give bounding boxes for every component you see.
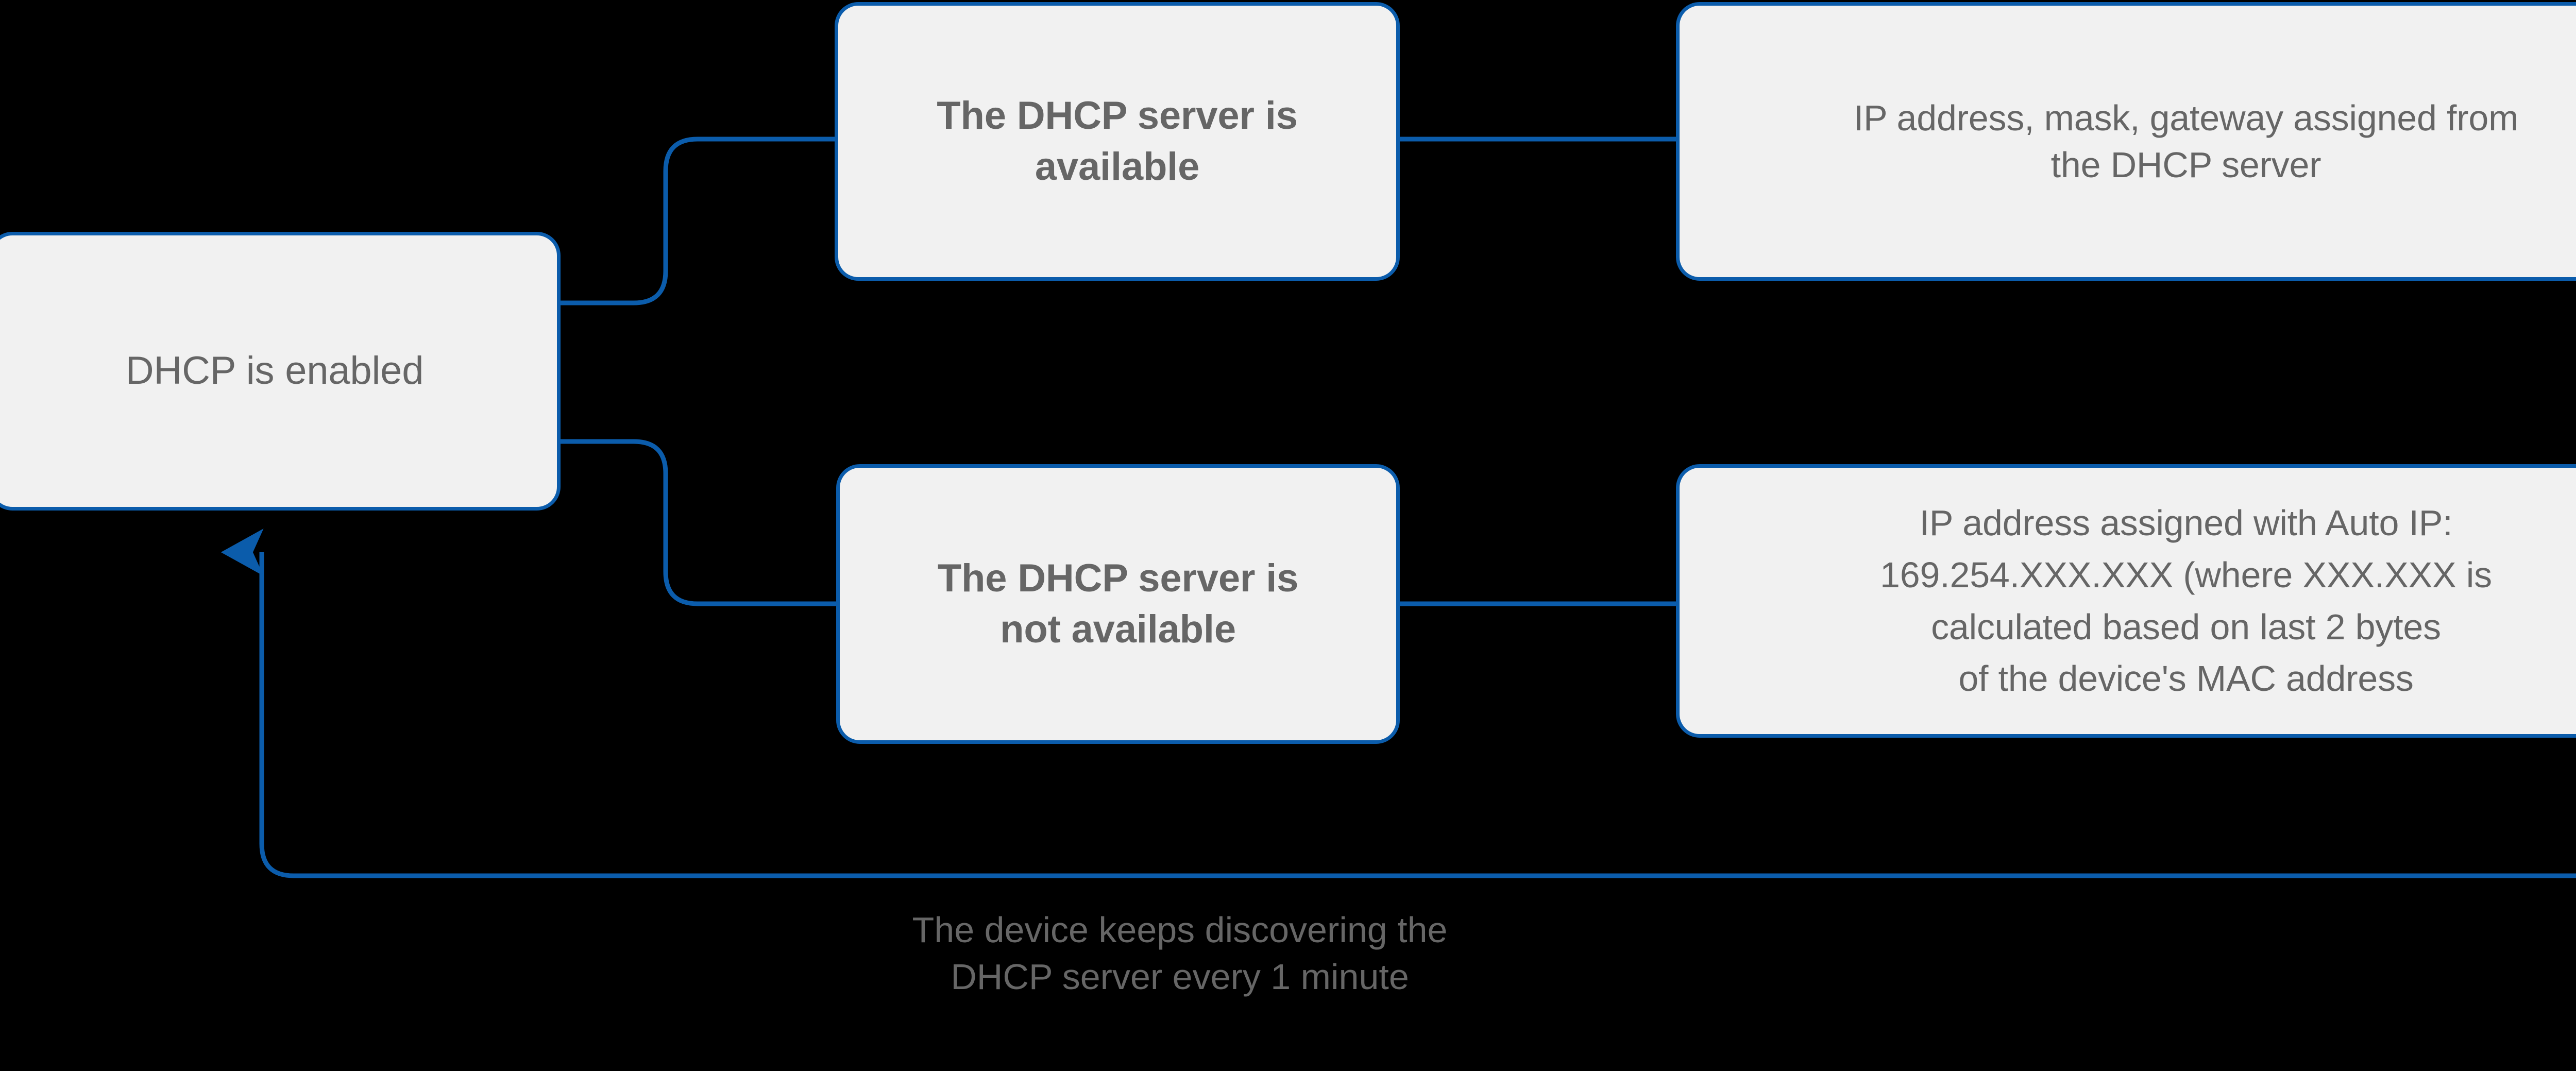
edge-enabled-to-available (559, 137, 836, 305)
node-assigned-from-dhcp-server[interactable]: IP address, mask, gateway assigned from … (1676, 2, 2576, 281)
node-server-not-available-label: The DHCP server is not available (937, 556, 1299, 651)
node-assigned-auto-ip-label: IP address assigned with Auto IP: 169.25… (1880, 502, 2492, 699)
edge-enabled-to-unavailable (559, 439, 837, 606)
node-server-available[interactable]: The DHCP server is available (835, 2, 1400, 281)
node-server-not-available[interactable]: The DHCP server is not available (836, 464, 1400, 744)
node-dhcp-enabled-label: DHCP is enabled (125, 349, 424, 393)
loop-caption: The device keeps discovering the DHCP se… (912, 910, 1448, 997)
node-assigned-from-dhcp-server-label: IP address, mask, gateway assigned from … (1853, 97, 2519, 185)
node-server-available-label: The DHCP server is available (937, 93, 1298, 189)
node-dhcp-enabled[interactable]: DHCP is enabled (0, 232, 561, 511)
node-assigned-auto-ip[interactable]: IP address assigned with Auto IP: 169.25… (1676, 464, 2576, 738)
